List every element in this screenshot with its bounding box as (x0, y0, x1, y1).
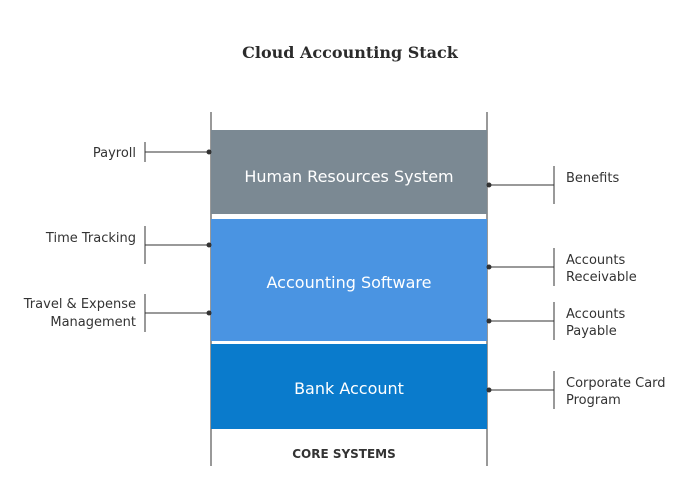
right-callout-corporate-card: Corporate Card Program (486, 371, 666, 409)
layer-bank-account (211, 344, 487, 429)
right-callout-label-line-2: Program (566, 393, 621, 408)
right-callout-label-line-2: Receivable (566, 270, 637, 285)
right-callout-label-line-1: Corporate Card (566, 376, 666, 391)
left-callout-label: Payroll (93, 146, 136, 161)
left-callout-time-tracking: Time Tracking (45, 226, 212, 264)
layer-human-resources-system (211, 130, 487, 214)
right-callout-accounts-payable: Accounts Payable (486, 302, 625, 340)
layer-accounting-software (211, 219, 487, 341)
left-callout-label-line-2: Management (50, 315, 136, 330)
right-callout-label-line-1: Accounts (566, 307, 625, 322)
right-callout-label: Benefits (566, 171, 619, 186)
left-callout-label-line-1: Travel & Expense (23, 297, 136, 312)
layer-label-bank-account: Bank Account (294, 379, 404, 398)
right-callout-label-line-2: Payable (566, 324, 617, 339)
left-callout-travel-expense: Travel & Expense Management (23, 294, 212, 332)
footer-core-systems: CORE SYSTEMS (292, 447, 396, 461)
layer-label-human-resources-system: Human Resources System (244, 167, 453, 186)
right-callout-accounts-receivable: Accounts Receivable (486, 248, 637, 286)
diagram-title: Cloud Accounting Stack (242, 43, 459, 62)
right-callout-benefits: Benefits (486, 166, 619, 204)
layer-label-accounting-software: Accounting Software (267, 273, 432, 292)
left-callout-label: Time Tracking (45, 231, 136, 246)
left-callout-payroll: Payroll (93, 142, 212, 162)
right-callout-label-line-1: Accounts (566, 253, 625, 268)
